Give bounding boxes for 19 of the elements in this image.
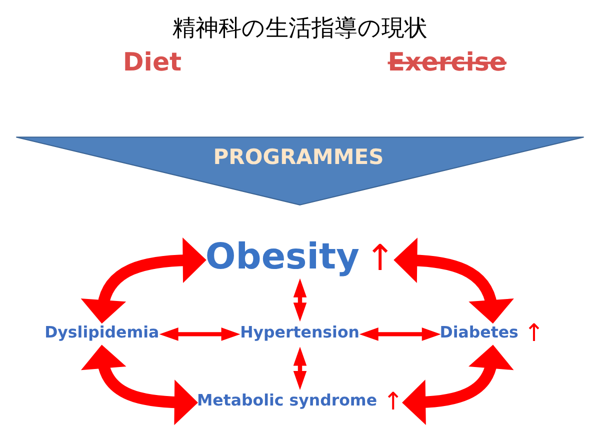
arrow xyxy=(394,238,514,324)
diagram-title: 精神科の生活指導の現状 xyxy=(172,15,428,42)
arrow xyxy=(80,238,206,324)
arrow xyxy=(359,328,441,341)
arrow xyxy=(293,278,307,322)
node-label: ↑ xyxy=(383,387,404,416)
node-text: Obesity xyxy=(205,236,360,278)
node-text: Metabolic syndrome xyxy=(196,390,378,410)
node-label: ↑ xyxy=(524,318,544,347)
node-text: Diabetes xyxy=(440,322,518,342)
arrow xyxy=(293,346,307,390)
node-text: Dyslipidemia xyxy=(44,322,160,342)
node-text: Hypertension xyxy=(240,322,360,342)
label: Diet xyxy=(122,48,182,77)
node-label: ↑ xyxy=(365,238,396,279)
label: Exercise xyxy=(388,48,507,77)
arrow xyxy=(402,344,514,425)
arrow xyxy=(80,344,198,426)
arrow xyxy=(159,328,240,341)
